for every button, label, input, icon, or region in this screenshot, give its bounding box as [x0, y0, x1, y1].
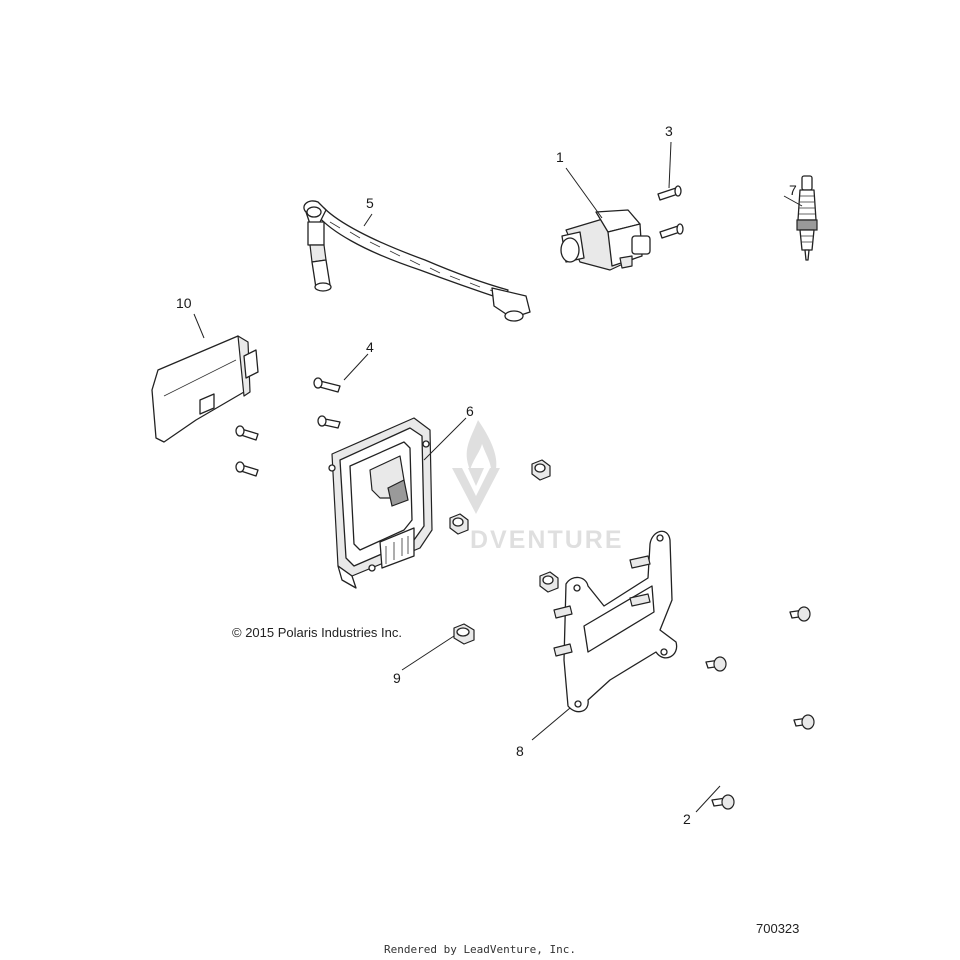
callout-5: 5	[366, 195, 374, 211]
callout-4: 4	[366, 339, 374, 355]
callout-1: 1	[556, 149, 564, 165]
ecu-cover	[151, 335, 259, 443]
nut-set	[449, 459, 559, 593]
screw-pair-3	[657, 185, 684, 239]
callout-2: 2	[683, 811, 691, 827]
watermark-text: DVENTURE	[470, 526, 624, 554]
spark-plug-wire	[303, 200, 531, 322]
rendered-by-credit: Rendered by LeadVenture, Inc.	[383, 943, 577, 956]
callout-10: 10	[176, 295, 192, 311]
diagram-number: 700323	[756, 921, 800, 936]
callout-3: 3	[665, 123, 673, 139]
ignition-coil	[560, 209, 651, 271]
callout-7: 7	[789, 182, 797, 198]
mounting-bracket	[553, 530, 678, 713]
callout-9: 9	[393, 670, 401, 686]
ecu-module	[328, 417, 433, 589]
callout-6: 6	[466, 403, 474, 419]
spark-plug	[796, 175, 818, 261]
leader-lines	[193, 141, 803, 813]
screw-set-2	[705, 606, 815, 810]
callout-8: 8	[516, 743, 524, 759]
nut-9	[453, 623, 475, 645]
screw-set-4	[235, 377, 341, 477]
watermark-logo-icon	[452, 420, 500, 514]
copyright-notice: © 2015 Polaris Industries Inc.	[232, 625, 402, 640]
